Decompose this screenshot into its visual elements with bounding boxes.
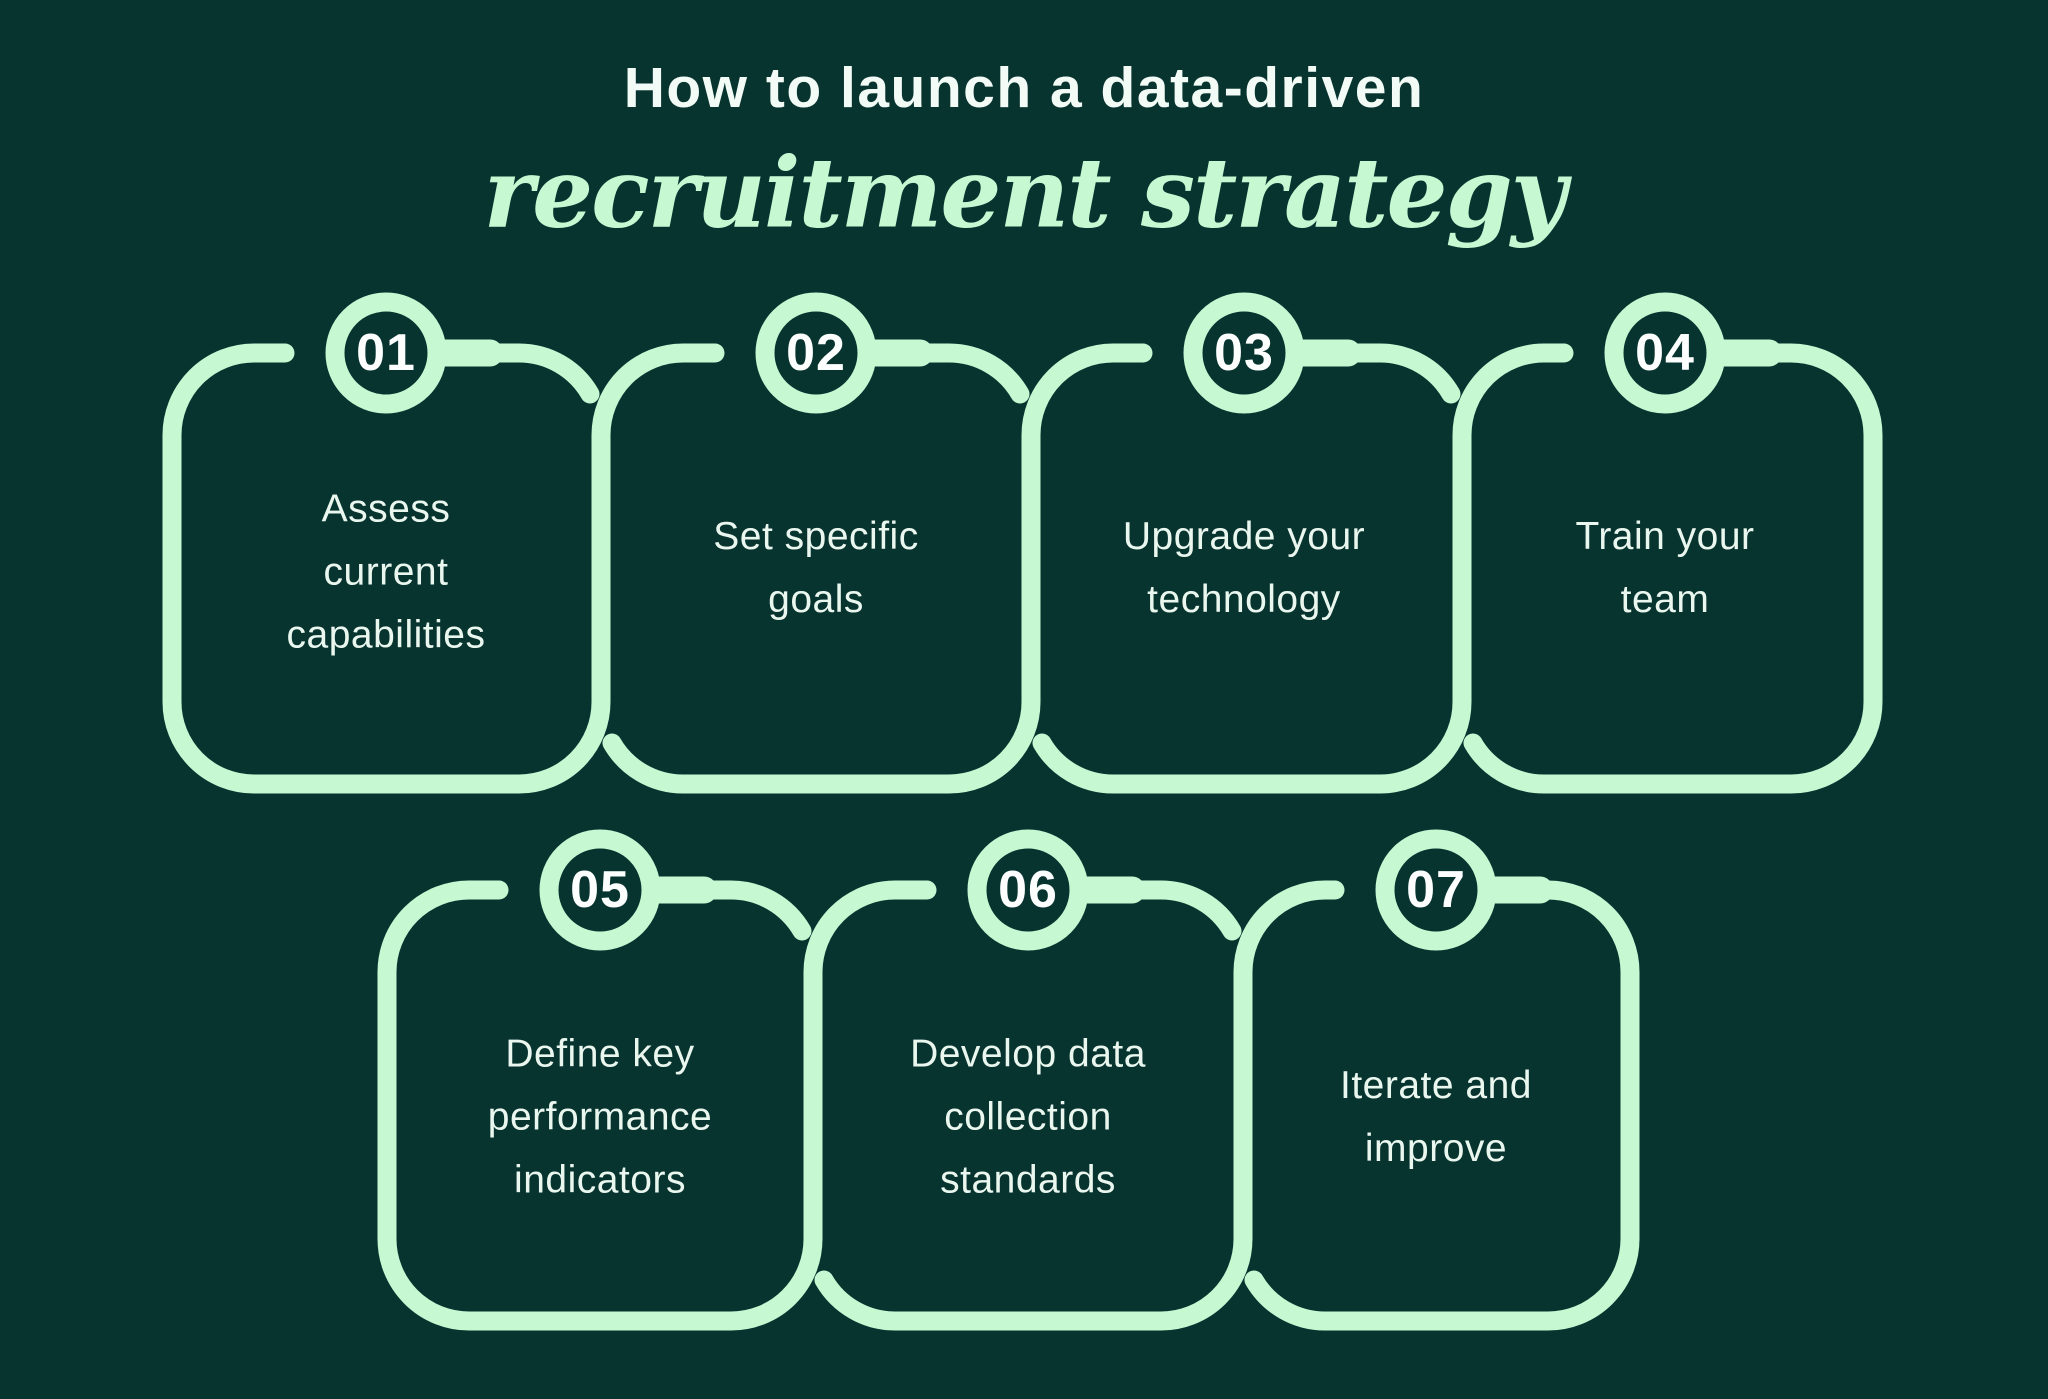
label-line: current <box>323 550 449 594</box>
label-line: Iterate and <box>1340 1064 1532 1107</box>
step-number-04: 04 <box>1635 324 1695 382</box>
label-line: standards <box>940 1158 1116 1202</box>
label-line: Develop data <box>910 1032 1146 1076</box>
box5-snake-outline <box>377 880 937 1331</box>
step-label-06: Develop data collection standards <box>818 1023 1238 1212</box>
step-label-07: Iterate and improve <box>1226 1054 1646 1180</box>
badge5-circle <box>539 829 661 951</box>
label-line: Train your <box>1575 515 1755 558</box>
label-line: capabilities <box>286 613 486 657</box>
step-label-04: Train your team <box>1455 505 1875 631</box>
badge7-circle <box>1375 829 1497 951</box>
label-line: improve <box>1364 1127 1508 1170</box>
step-label-02: Set specific goals <box>606 505 1026 631</box>
step-label-05: Define key performance indicators <box>390 1023 810 1212</box>
label-line: Define key <box>505 1032 695 1076</box>
label-line: technology <box>1147 578 1341 621</box>
label-line: Set specific <box>713 515 919 558</box>
box6-topright-outline <box>1114 880 1242 941</box>
label-line: collection <box>944 1095 1112 1139</box>
page-subtitle-script: recruitment strategy <box>483 136 1566 250</box>
label-line: indicators <box>514 1158 686 1202</box>
box3-snake-outline <box>1032 343 1574 794</box>
step-label-01: Assess current capabilities <box>176 478 596 667</box>
step-label-03: Upgrade your technology <box>1034 505 1454 631</box>
box1-topright-outline <box>472 343 600 404</box>
box7-outline <box>1244 880 1640 1331</box>
step-number-01: 01 <box>356 324 416 382</box>
box1-snake-outline <box>162 343 725 794</box>
box2-snake-outline <box>602 343 1153 794</box>
label-line: Assess <box>321 487 451 531</box>
badge3-circle <box>1183 292 1305 414</box>
box6-snake-outline <box>814 880 1345 1331</box>
label-line: team <box>1620 578 1710 621</box>
step-number-05: 05 <box>570 861 630 919</box>
step-number-07: 07 <box>1406 861 1466 919</box>
box5-topright-outline <box>686 880 812 941</box>
label-line: goals <box>768 578 864 621</box>
badge1-circle <box>325 292 447 414</box>
badge6-circle <box>967 829 1089 951</box>
badge4-circle <box>1604 292 1726 414</box>
label-line: performance <box>487 1095 713 1139</box>
step-number-03: 03 <box>1214 324 1274 382</box>
step-number-06: 06 <box>998 861 1058 919</box>
box4-outline <box>1463 343 1883 794</box>
page-title: How to launch a data-driven <box>623 56 1425 120</box>
step-number-02: 02 <box>786 324 846 382</box>
box3-topright-outline <box>1330 343 1461 404</box>
box2-topright-outline <box>902 343 1030 404</box>
badge2-circle <box>755 292 877 414</box>
label-line: Upgrade your <box>1122 515 1366 558</box>
